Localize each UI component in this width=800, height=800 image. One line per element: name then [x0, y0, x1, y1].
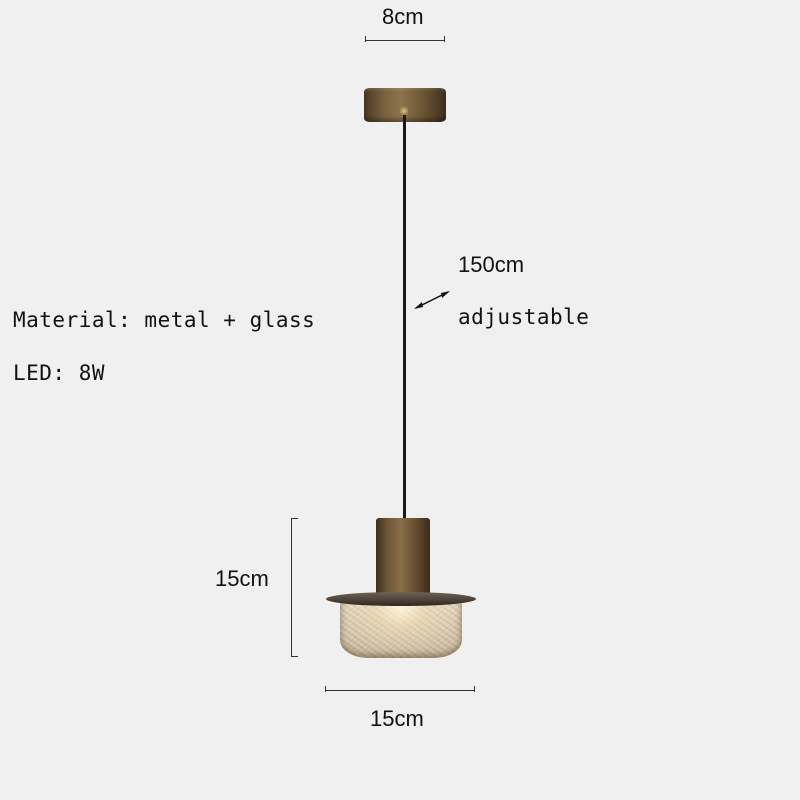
glass-shade: [340, 600, 462, 658]
cord-length-label: 150cm: [458, 252, 525, 277]
shade-width-label: 15cm: [370, 706, 424, 731]
canopy-width-label: 8cm: [382, 4, 424, 29]
canopy-screw: [400, 105, 408, 117]
metal-disc: [326, 592, 476, 606]
canopy-width-bracket: [365, 36, 445, 42]
suspension-cord: [403, 115, 406, 520]
double-arrow-icon: [414, 291, 450, 309]
power-spec: LED: 8W: [13, 361, 106, 385]
cord-adjustable-note: adjustable: [458, 305, 590, 329]
material-spec: Material: metal + glass: [13, 308, 316, 332]
shade-width-bracket: [325, 686, 475, 692]
lamp-stem: [376, 518, 430, 598]
shade-height-label: 15cm: [215, 566, 269, 591]
shade-height-bracket: [291, 518, 298, 657]
